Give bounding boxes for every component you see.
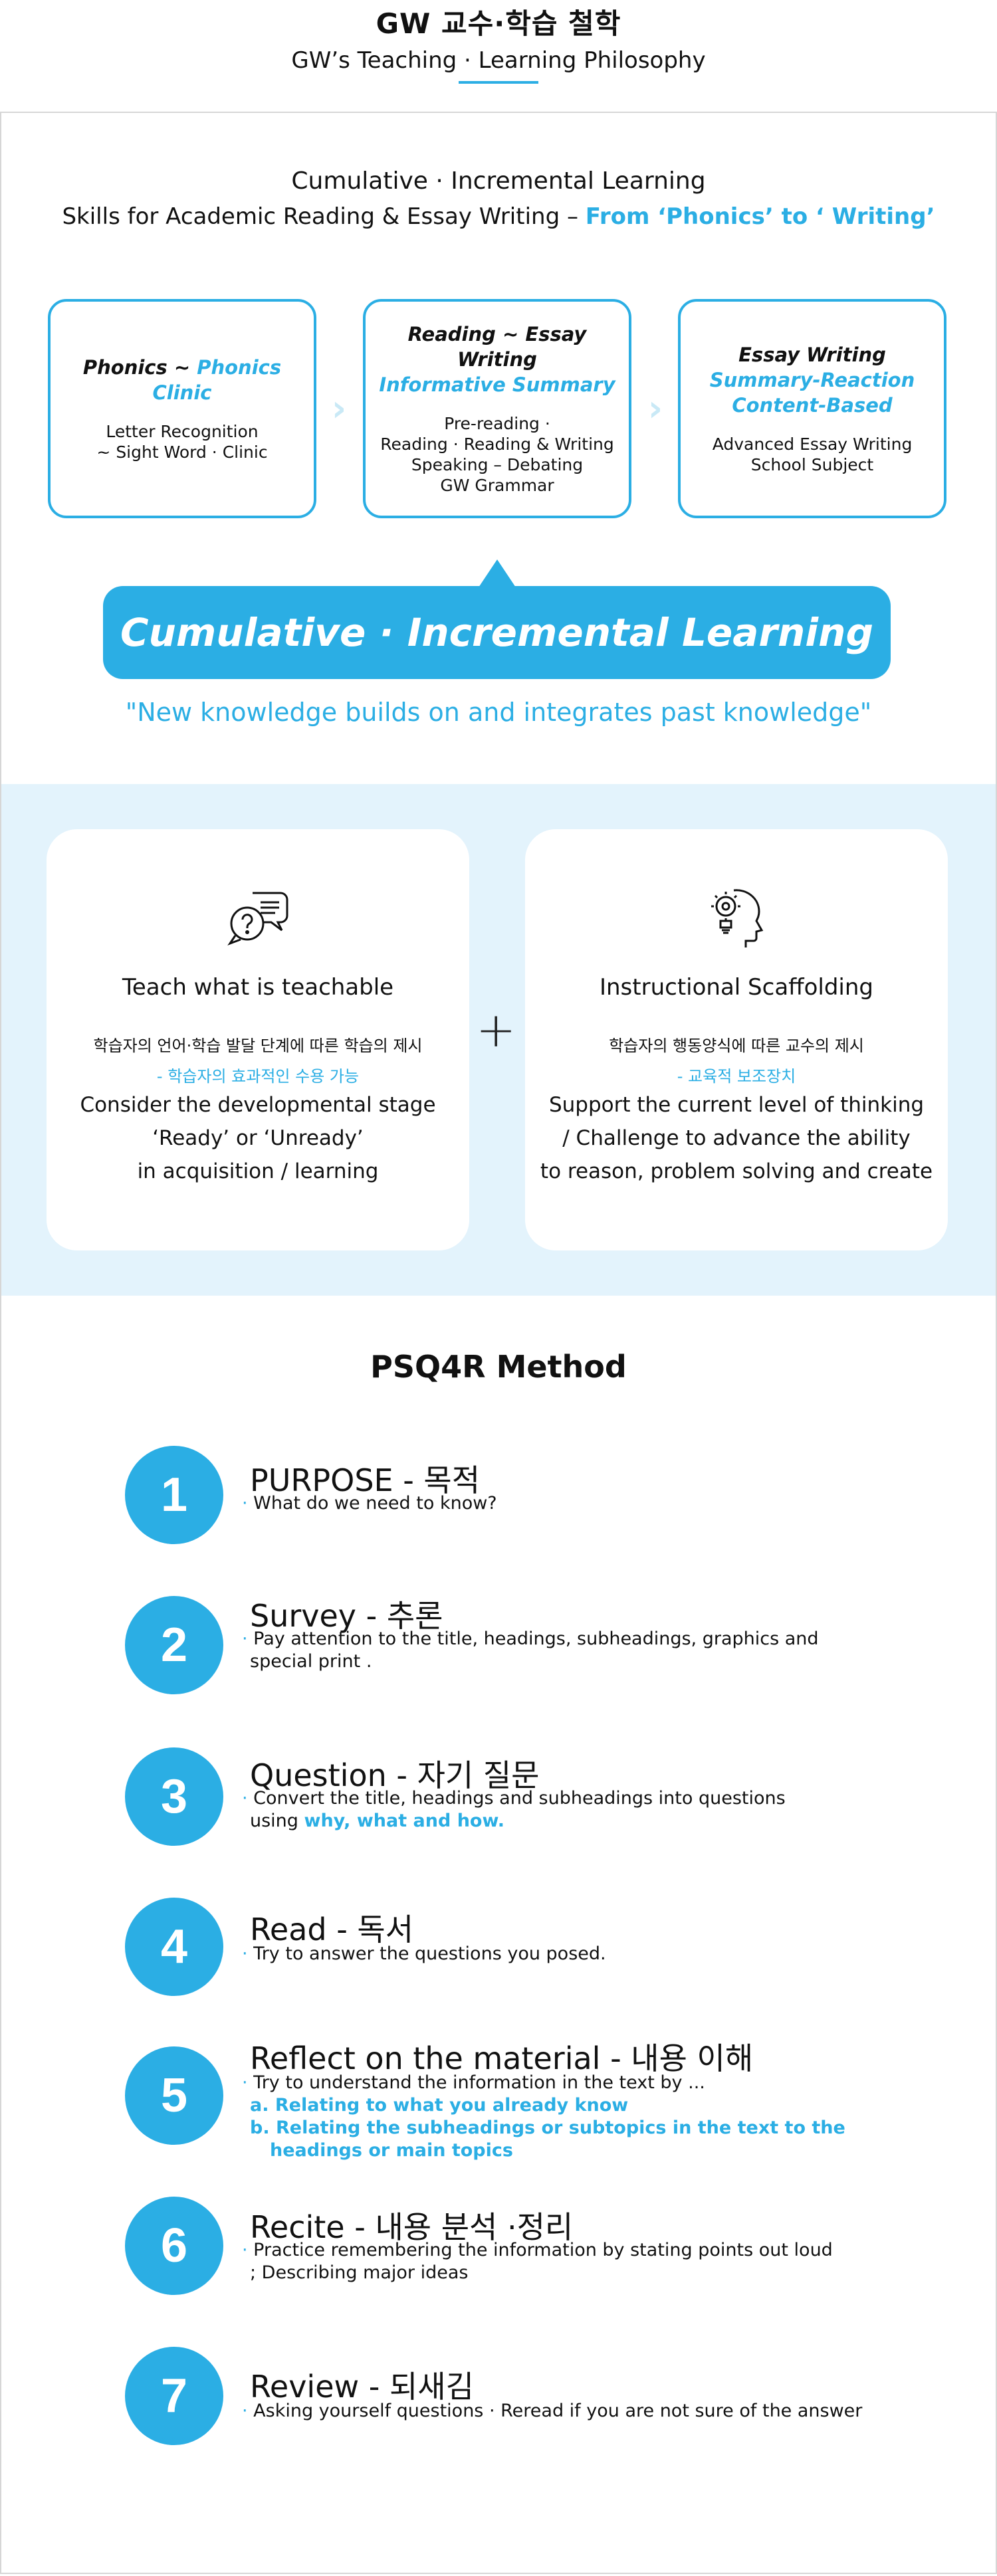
step-number-badge: 1 [125,1446,223,1544]
step-text: · What do we need to know? [242,1493,497,1514]
card-korean-highlight: - 교육적 보조장치 [677,1067,796,1086]
step-heading: PURPOSE - 목적 [250,1462,481,1498]
step-text: special print . [250,1651,372,1672]
step-heading: Question - 자기 질문 [250,1757,540,1793]
step-heading: Reflect on the material - 내용 이해 [250,2040,754,2076]
card-korean-highlight: - 학습자의 효과적인 수용 가능 [156,1067,360,1086]
step-subpoint: headings or main topics [270,2140,513,2161]
card-korean-text: 학습자의 언어·학습 발달 단계에 따른 학습의 제시 [93,1037,423,1055]
card-title: Instructional Scaffolding [599,974,873,1001]
page-subtitle: GW’s Teaching · Learning Philosophy [291,47,706,74]
step-text: · Pay attention to the title, headings, … [242,1629,819,1649]
card-teach-what-is-teachable: Teach what is teachable 학습자의 언어·학습 발달 단계… [47,829,469,1250]
stage-essay-writing: Essay Writing Summary-Reaction Content-B… [678,299,946,518]
card-english-text: Consider the developmental stage ‘Ready’… [80,1093,436,1183]
step-number-badge: 3 [125,1747,223,1846]
step-number-badge: 4 [125,1898,223,1996]
page-title: GW 교수·학습 철학 [372,1,625,42]
knowledge-quote: "New knowledge builds on and integrates … [125,698,872,727]
card-korean-text: 학습자의 행동양식에 따른 교수의 제시 [609,1037,864,1055]
step-number-badge: 5 [125,2046,223,2145]
psq4r-title: PSQ4R Method [365,1349,632,1385]
card-english-text: Support the current level of thinking / … [540,1093,933,1183]
psq4r-heading: PSQ4R Method [0,1349,997,1385]
card-title: Teach what is teachable [122,974,394,1001]
chevron-right-icon: › [647,387,663,429]
step-heading: Survey - 추론 [250,1598,443,1634]
content-frame [0,112,997,2574]
step-number-badge: 7 [125,2347,223,2445]
step-heading: Recite - 내용 분석 ·정리 [250,2209,574,2245]
step-heading: Read - 독서 [250,1912,414,1947]
step-text: · Convert the title, headings and subhea… [242,1788,786,1809]
question-chat-icon [227,892,288,946]
step-text: · Asking yourself questions · Reread if … [242,2401,863,2421]
step-number-badge: 2 [125,1596,223,1694]
step-text: using why, what and how. [250,1811,504,1831]
step-heading: Review - 되새김 [250,2369,474,2405]
step-text: · Practice remembering the information b… [242,2240,833,2260]
plus-sign: + [476,1002,516,1058]
section1-heading: Cumulative · Incremental Learning [291,167,706,195]
step-text: · Try to understand the information in t… [242,2072,705,2093]
head-gear-bulb-icon [711,889,764,947]
section1-subheading: Skills for Academic Reading & Essay Writ… [62,203,935,230]
stage-phonics: Phonics ~ Phonics Clinic Letter Recognit… [48,299,316,518]
step-text: ; Describing major ideas [250,2262,469,2283]
step-subpoint: b. Relating the subheadings or subtopics… [250,2118,845,2138]
step-number-badge: 6 [125,2197,223,2295]
card-instructional-scaffolding: Instructional Scaffolding 학습자의 행동양식에 따른 … [525,829,948,1250]
title-underline [459,81,538,84]
cumulative-learning-banner: Cumulative · Incremental Learning [103,586,891,679]
chevron-right-icon: › [331,387,347,429]
page-header: GW 교수·학습 철학 GW’s Teaching · Learning Phi… [0,1,997,74]
stage-reading: Reading ~ Essay Writing Informative Summ… [363,299,631,518]
step-text: · Try to answer the questions you posed. [242,1943,606,1964]
banner-pointer [479,559,516,587]
step-subpoint: a. Relating to what you already know [250,2095,629,2116]
